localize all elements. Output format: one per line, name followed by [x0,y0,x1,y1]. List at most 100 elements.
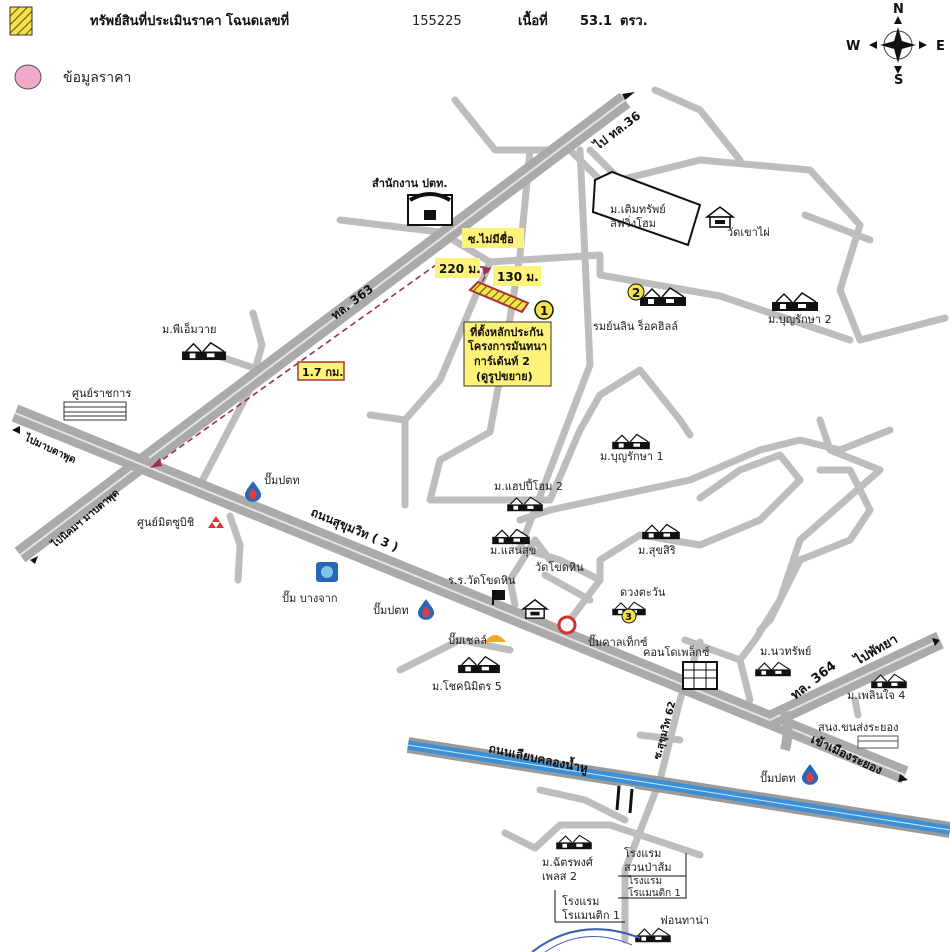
house-icon [555,834,593,850]
house-icon [641,523,681,540]
place-pmy: ม.พีเอ็มวาย [162,322,216,336]
place-termsap-1: ม.เติมทรัพย์ [610,203,666,216]
subject-line3: การ์เด้นท์ 2 [474,355,530,368]
marker-1-icon [534,300,554,320]
arrow-to-rayong-icon [898,774,908,782]
place-bangchak: ปั๊ม บางจาก [282,590,338,605]
place-wat-khodhin: วัดโขดหิน [535,560,584,574]
arrow-to-pattaya-icon [932,638,940,646]
ptt-station-icon [244,481,262,502]
compass-rose-icon: N S W E [846,2,945,88]
government-building-icon [63,401,127,421]
arrow-to-hwy36-icon [622,92,635,100]
marker-2-label: 2 [632,286,640,300]
deed-number: 155225 [412,14,462,29]
place-romnalin: รมย์นลิน ร็อคฮิลล์ [593,319,678,333]
place-fontana: ฟอนทาน่า [660,914,709,927]
place-hotel-c2: โรแมนติก 1 [562,908,620,922]
subject-line4: (ดูรูปขยาย) [476,370,533,384]
place-wat-khaophai: วัดเขาไผ่ [727,226,770,239]
area-unit: ตรว. [620,14,648,29]
place-boonraksa2: ม.บุญรักษา 2 [768,313,832,326]
place-shell: ปั๊มเชลล์ [448,632,487,647]
subject-line1: ที่ตั้งหลักประกัน [470,324,544,339]
place-saensuk: ม.แสนสุข [490,544,536,557]
mitsubishi-icon [208,516,224,528]
shell-icon [485,635,506,642]
house-icon [181,342,227,361]
caltex-icon [557,615,577,635]
marker-1-label: 1 [540,304,548,318]
place-duangtawan: ดวงตะวัน [620,586,666,599]
place-condoplex: คอนโดเพล็กซ์ [643,645,710,659]
house-icon [754,661,792,677]
condo-building-icon [682,661,718,690]
soi-noname-label: ซ.ไม่มีชื่อ [468,231,514,246]
legend-price-label: ข้อมูลราคา [63,70,131,86]
compass-w: W [846,39,860,54]
house-icon [457,656,501,674]
distance-17km: 1.7 กม. [302,366,343,379]
place-nawasap: ม.นวทรัพย์ [760,645,811,658]
place-caltex: ปั๊มคาลเท็กซ์ [588,634,648,649]
main-roads [11,92,944,784]
area-value: 53.1 [580,14,612,29]
distance-130: 130 ม. [497,270,539,284]
arrow-to-nikhom-icon [30,556,38,564]
place-transport: สนง.ขนส่งระยอง [818,721,898,734]
place-govt-center: ศูนย์ราชการ [72,387,131,400]
place-ploenjai4: ม.เพลินใจ 4 [847,689,905,702]
place-school: ร.ร.วัดโขดหิน [448,573,516,587]
subject-info-box [463,321,552,387]
distance-17-box [297,361,345,381]
place-ptt2: ปั๊มปตท [373,602,409,617]
house-icon [771,292,819,312]
bangchak-station-icon [316,562,338,582]
area-label: เนื้อที่ [518,10,548,29]
place-boonraksa1: ม.บุญรักษา 1 [600,450,664,463]
temple-icon [706,206,734,228]
distance-220-box [435,258,480,278]
hotel-bracket [618,853,687,899]
place-chatpong-1: ม.ฉัตรพงศ์ [542,856,593,869]
price-legend-marker [14,64,42,90]
ptt-office-icon [407,192,453,226]
place-chokenimit5: ม.โชคนิมิตร 5 [432,679,502,693]
soi-label-box [462,228,524,248]
school-flag-icon [492,590,505,605]
subject-line2: โครงการมันทนา [467,339,547,353]
place-mitsubishi: ศูนย์มิตซูบิชิ [137,516,194,529]
distance-220: 220 ม. [439,262,481,276]
place-ptt3: ปั๊มปตท [760,770,796,785]
place-termsap-2: ลิฟวิ่งโฮม [610,215,656,230]
place-suksiri: ม.สุขสิริ [638,544,676,557]
subject-property-parcel [468,280,530,314]
ptt-station-icon [801,764,819,785]
canal [406,737,950,838]
place-happyhome2: ม.แฮปปี้โฮม 2 [494,478,563,493]
transport-office-icon [857,735,899,749]
legend: ทรัพย์สินที่ประเมินราคา โฉนดเลขที่ 15522… [9,6,648,90]
legend-property-label: ทรัพย์สินที่ประเมินราคา โฉนดเลขที่ [90,11,289,29]
property-legend-swatch [9,6,33,36]
place-hotel-c1: โรงแรม [562,894,599,908]
place-hotel-b2: โรแมนติก 1 [628,886,681,899]
compass-e: E [936,39,945,54]
house-icon [634,927,672,943]
place-ptt1: ปั๊มปตท [264,472,300,487]
distance-130-box [493,266,541,286]
temple-icon [522,599,548,619]
arrow-to-maptaphut-icon [12,426,20,434]
place-ptt-office: สำนักงาน ปตท. [372,177,448,190]
ptt-station-icon [417,599,435,620]
compass-n: N [893,2,904,17]
place-hotel-a1: โรงแรม [624,846,661,860]
termsap-estate-boundary [591,170,702,247]
house-icon [611,433,651,450]
compass-s: S [894,73,903,88]
place-hotel-b1: โรงแรม [628,874,662,887]
hotel-bracket [554,890,625,923]
place-chatpong-2: เพลส 2 [542,870,577,883]
place-hotel-a2: สวนป่าส้ม [624,861,672,874]
